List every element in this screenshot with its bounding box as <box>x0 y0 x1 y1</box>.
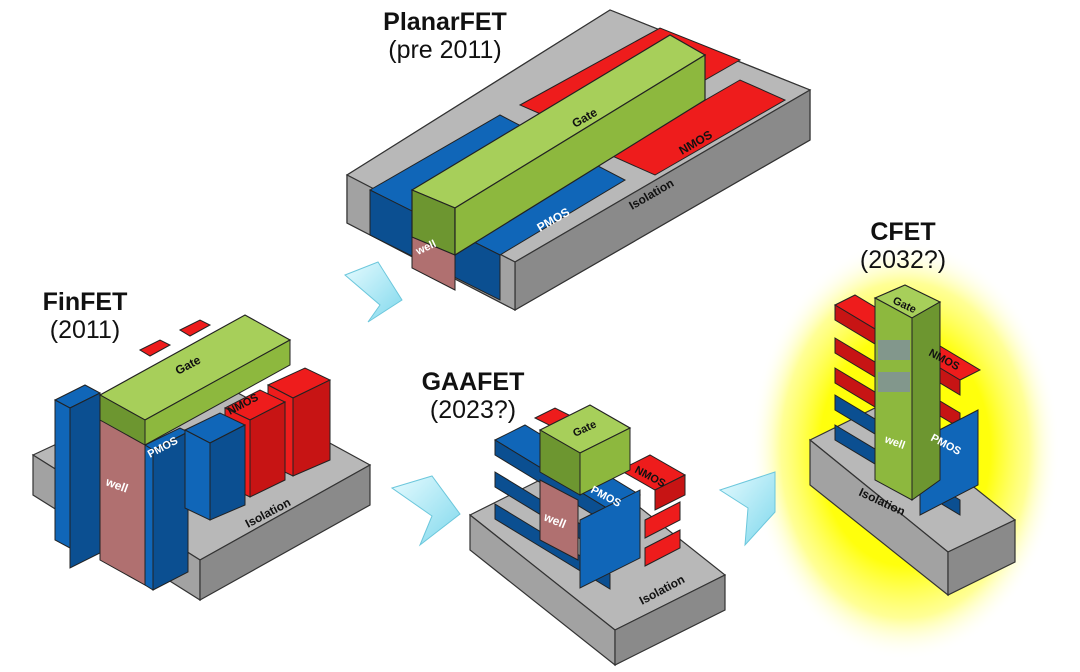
arrow-planar-to-finfet <box>344 261 403 323</box>
gaafet-nmos-sheet-1-side <box>654 474 686 511</box>
arrow-finfet-to-gaafet <box>390 475 461 547</box>
finfet-isolation-side <box>199 463 371 602</box>
gaafet-nmos-sheet-3 <box>644 529 681 567</box>
finfet-device <box>31 314 372 602</box>
finfet-pmos-fin-1-front <box>54 399 71 549</box>
finfet-title-block: FinFET (2011) <box>20 288 150 344</box>
cfet-title: CFET <box>870 218 936 246</box>
cfet-gate-window-1 <box>878 340 910 360</box>
finfet-nmos-fin-2 <box>178 319 212 337</box>
planarfet-title: PlanarFET <box>383 8 507 36</box>
finfet-pmos-fin-2-side <box>152 431 189 591</box>
planarfet-year: (pre 2011) <box>388 36 502 64</box>
finfet-gate-side <box>144 339 291 446</box>
gaafet-device <box>468 404 727 667</box>
gaafet-title-block: GAAFET (2023?) <box>408 368 538 424</box>
cfet-isolation-side <box>947 519 1016 596</box>
finfet-title: FinFET <box>42 288 128 316</box>
gaafet-year: (2023?) <box>429 396 517 424</box>
planarfet-title-block: PlanarFET (pre 2011) <box>355 8 535 64</box>
cfet-year: (2032?) <box>859 246 947 274</box>
cfet-title-block: CFET (2032?) <box>838 218 968 274</box>
planar-gate-side <box>454 53 706 257</box>
cfet-gate-front <box>874 297 913 501</box>
gaafet-gate-side <box>579 427 631 496</box>
planarfet-device <box>345 9 812 312</box>
gaafet-isolation-side <box>614 574 726 666</box>
gaafet-well <box>539 479 579 561</box>
finfet-well <box>99 419 146 586</box>
cfet-gate-window-2 <box>878 372 910 392</box>
finfet-year: (2011) <box>49 316 121 344</box>
gaafet-pmos-side <box>579 489 641 589</box>
finfet-pmos-fin-2-front <box>144 444 154 591</box>
arrow-gaafet-to-cfet <box>718 471 776 547</box>
cfet-device <box>808 284 1017 597</box>
finfet-nmos-fin-1 <box>138 339 172 357</box>
finfet-pmos-fin-3-front <box>184 429 211 521</box>
gaafet-nmos-sheet-2 <box>644 501 681 539</box>
finfet-pmos-fin-1-side <box>69 392 101 569</box>
cfet-gate-side <box>911 301 941 501</box>
gaafet-title: GAAFET <box>421 368 525 396</box>
